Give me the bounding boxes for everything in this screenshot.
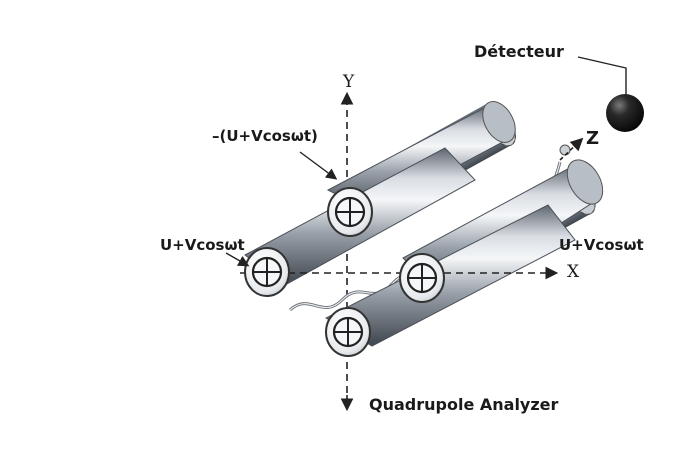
detector-label: Détecteur [474,42,564,61]
y-axis-label: Y [343,72,355,92]
detector-wire [577,56,627,95]
top-voltage-label: –(U+Vcosωt) [212,127,318,145]
z-axis-line [559,137,584,161]
rod-left-end-cap [244,247,290,297]
left-voltage-pointer [225,252,250,267]
left-voltage-label: U+Vcosωt [160,236,245,254]
ion-particle [559,144,571,156]
detector-icon [606,94,644,132]
rod-bottom-end-cap [325,307,371,357]
rod-right-end-cap [399,253,445,303]
z-axis-label: Z [586,128,600,149]
top-voltage-pointer [299,151,338,180]
x-axis-label: X [567,262,580,282]
rod-top-end-cap [327,187,373,237]
diagram-caption: Quadrupole Analyzer [369,395,559,414]
rod-top [326,101,516,213]
right-voltage-label: U+Vcosωt [559,236,644,254]
